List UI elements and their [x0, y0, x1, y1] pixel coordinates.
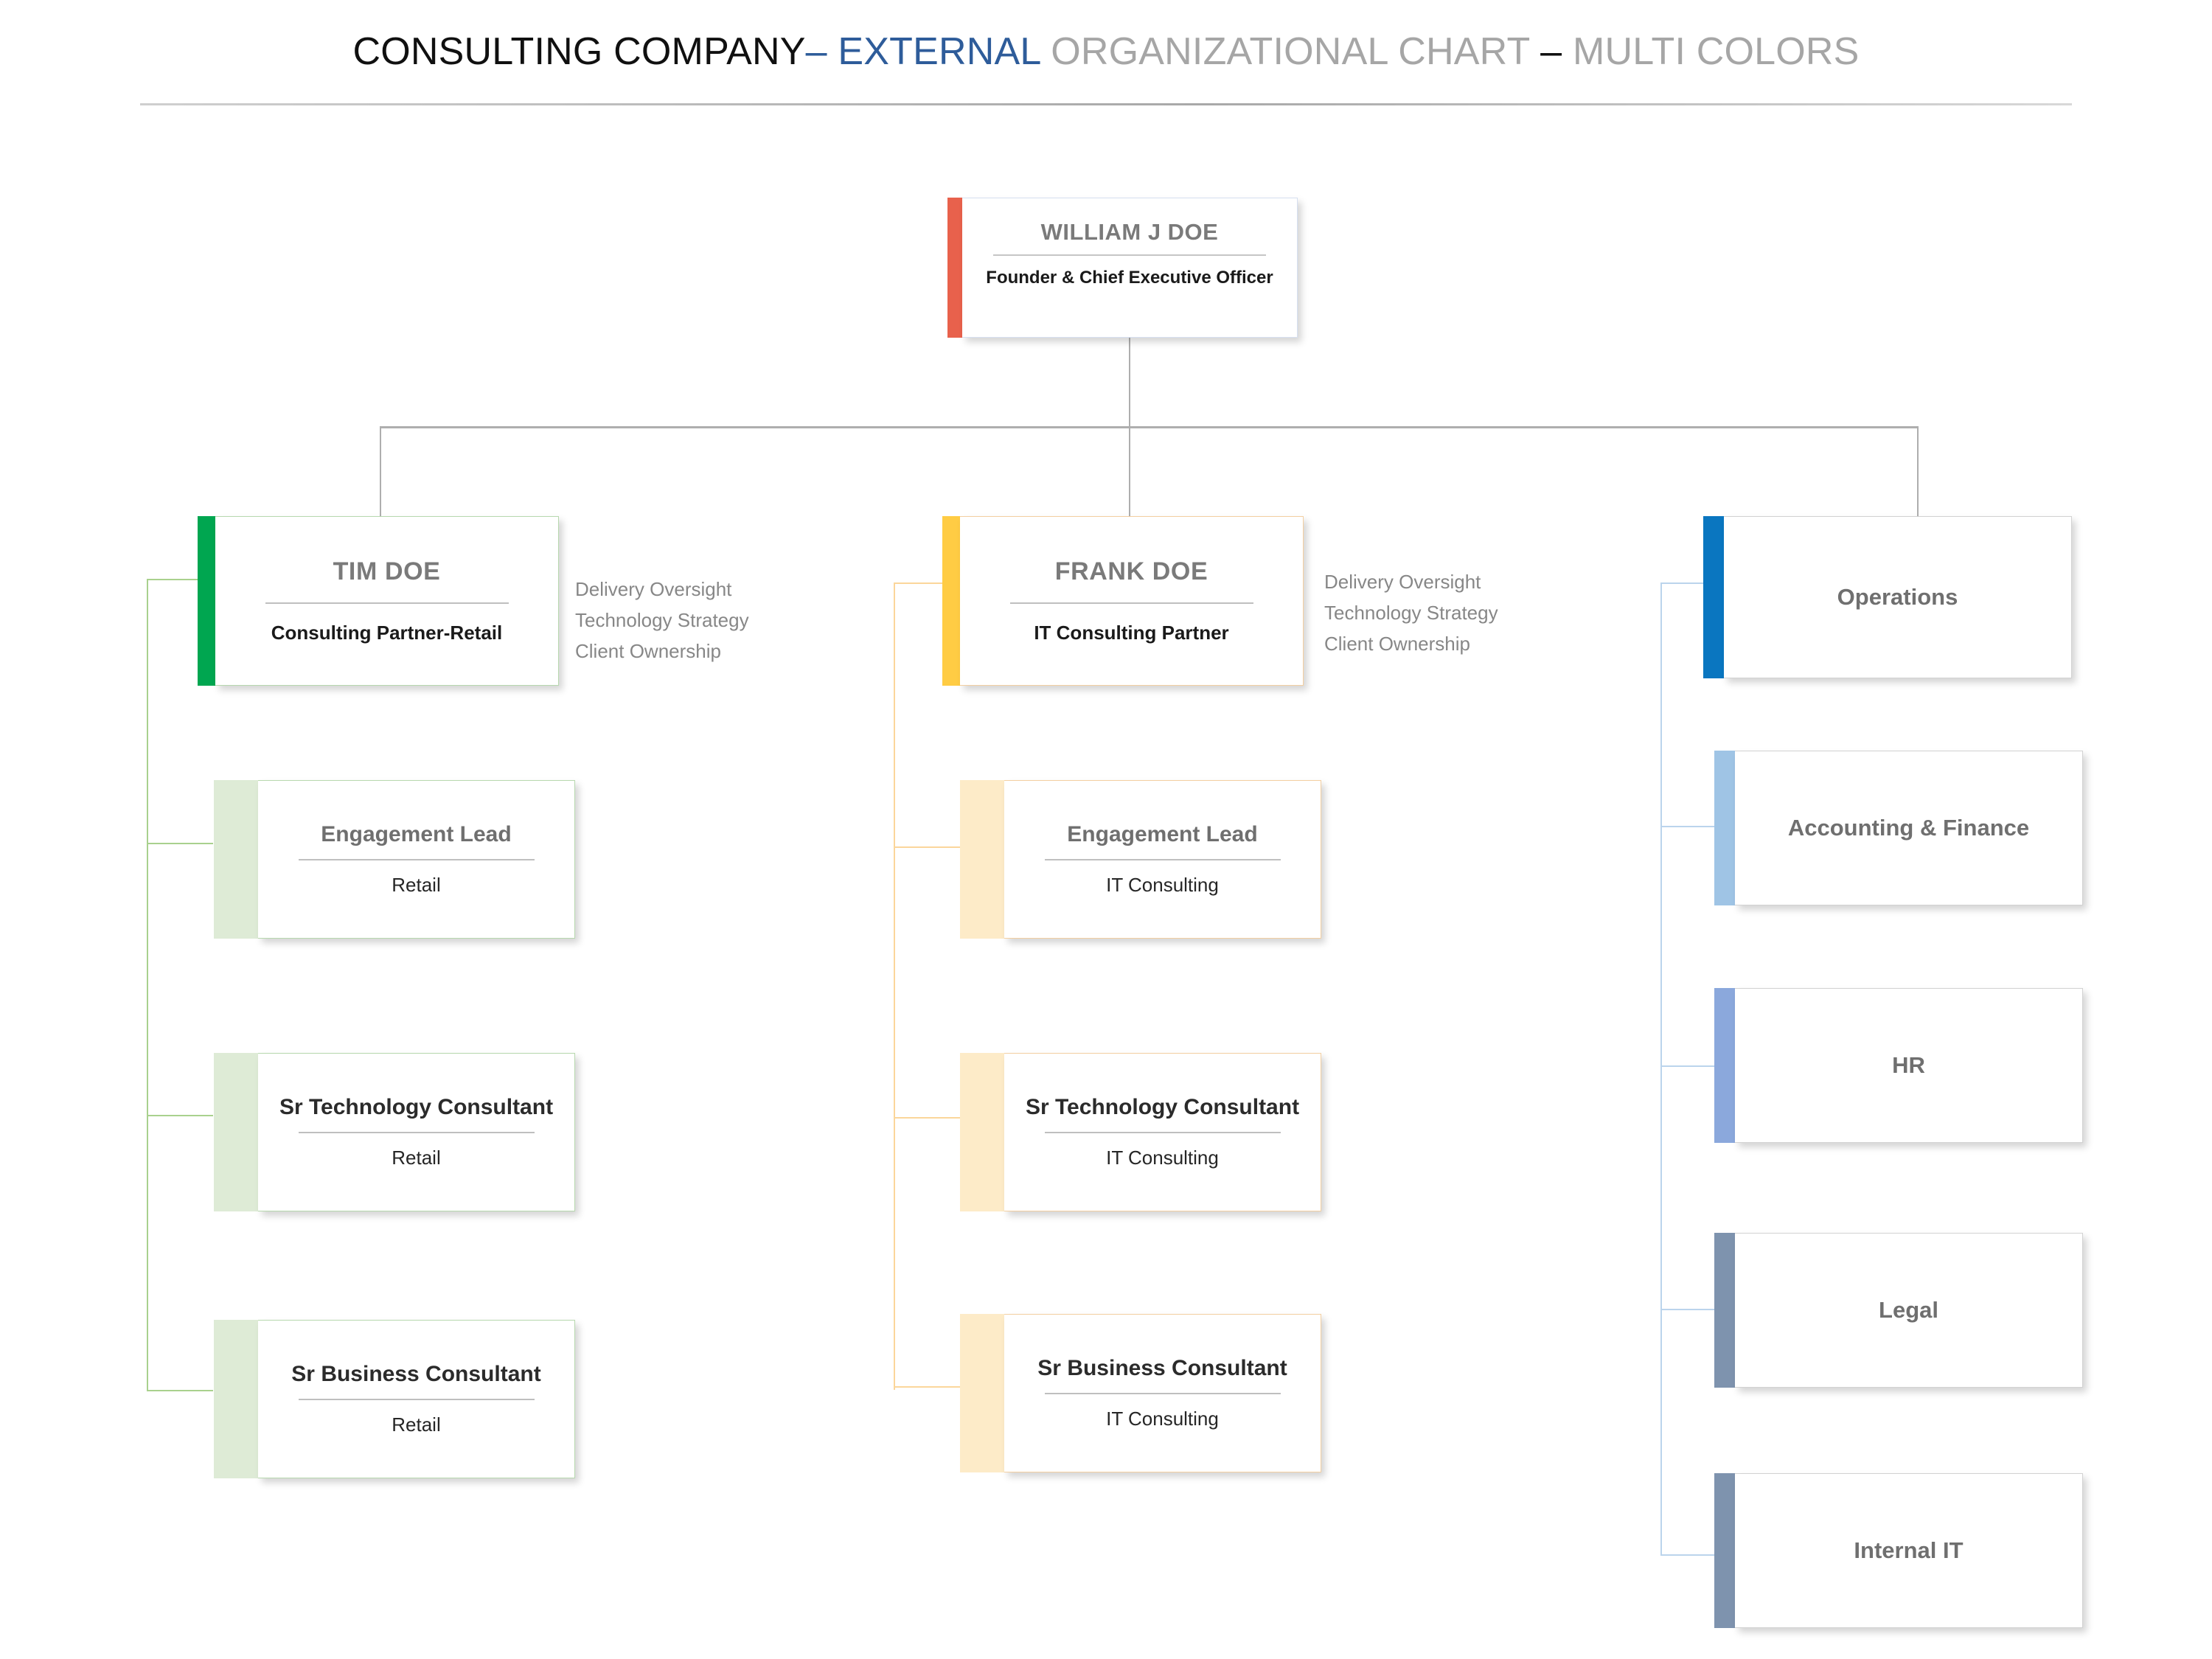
connector-drop-retail	[380, 426, 381, 518]
tim-doe-divider	[265, 602, 509, 605]
connector-itconsulting-to-engagement	[894, 846, 960, 848]
title-segment-external: – EXTERNAL	[805, 30, 1051, 73]
title-segment-orgchart: ORGANIZATIONAL CHART	[1051, 30, 1541, 73]
retail-srbiz-title: Sr Business Consultant	[291, 1361, 541, 1386]
connector-retail-to-srbiz	[147, 1390, 213, 1391]
connector-retail-spine	[147, 579, 148, 1390]
node-hr[interactable]: HR	[1714, 988, 2083, 1143]
retail-srtech-title: Sr Technology Consultant	[279, 1094, 554, 1119]
internalit-title: Internal IT	[1854, 1537, 1964, 1564]
frank-doe-divider	[1009, 602, 1253, 605]
accent-bar-internalit	[1714, 1473, 1735, 1628]
node-internal-it[interactable]: Internal IT	[1714, 1473, 2083, 1628]
accent-bar-it-srbiz	[960, 1314, 1004, 1472]
connector-operations-to-legal	[1660, 1309, 1718, 1310]
connector-ceo-down	[1129, 338, 1130, 428]
connector-itconsulting-to-srbiz	[894, 1386, 960, 1388]
it-srbiz-divider	[1044, 1393, 1281, 1395]
accent-bar-retail	[198, 516, 215, 686]
connector-itconsulting-to-srtech	[894, 1117, 960, 1119]
accent-bar-retail-engagement	[214, 780, 258, 939]
ceo-name: WILLIAM J DOE	[1040, 219, 1219, 245]
it-srbiz-title: Sr Business Consultant	[1037, 1355, 1287, 1380]
frank-doe-role: IT Consulting Partner	[1034, 622, 1229, 644]
node-it-sr-business-consultant[interactable]: Sr Business Consultant IT Consulting	[960, 1314, 1321, 1472]
title-segment-multicolors: MULTI COLORS	[1572, 30, 1860, 73]
retail-engagement-divider	[298, 859, 535, 861]
accounting-title: Accounting & Finance	[1787, 815, 2030, 841]
node-retail-sr-business-consultant[interactable]: Sr Business Consultant Retail	[214, 1320, 575, 1478]
accent-bar-hr	[1714, 988, 1735, 1143]
accent-bar-accounting	[1714, 751, 1735, 905]
frank-doe-name: FRANK DOE	[1054, 557, 1208, 586]
accent-bar-it-srtech	[960, 1053, 1004, 1211]
connector-itconsulting-spine	[894, 582, 895, 1390]
retail-srtech-divider	[298, 1132, 535, 1134]
node-retail-engagement-lead[interactable]: Engagement Lead Retail	[214, 780, 575, 939]
node-accounting-finance[interactable]: Accounting & Finance	[1714, 751, 2083, 905]
connector-drop-operations	[1917, 426, 1919, 518]
node-frank-doe[interactable]: FRANK DOE IT Consulting Partner	[942, 516, 1304, 686]
connector-operations-to-hr	[1660, 1065, 1718, 1067]
retail-srbiz-unit: Retail	[392, 1413, 441, 1436]
hr-title: HR	[1892, 1052, 1925, 1079]
connector-itconsulting-to-head	[894, 582, 944, 584]
node-operations[interactable]: Operations	[1703, 516, 2072, 678]
tim-doe-name: TIM DOE	[333, 557, 441, 586]
operations-title: Operations	[1837, 584, 1958, 611]
title-segment-dash: –	[1540, 30, 1573, 73]
connector-operations-spine	[1660, 582, 1662, 1556]
legal-title: Legal	[1879, 1297, 1938, 1324]
retail-engagement-title: Engagement Lead	[321, 821, 512, 846]
ceo-divider	[993, 254, 1266, 256]
node-retail-sr-technology-consultant[interactable]: Sr Technology Consultant Retail	[214, 1053, 575, 1211]
ceo-role: Founder & Chief Executive Officer	[986, 267, 1273, 288]
connector-retail-to-engagement	[147, 843, 213, 844]
it-srtech-unit: IT Consulting	[1106, 1147, 1219, 1169]
accent-bar-it-engagement	[960, 780, 1004, 939]
node-it-engagement-lead[interactable]: Engagement Lead IT Consulting	[960, 780, 1321, 939]
accent-bar-operations	[1703, 516, 1724, 678]
retail-srtech-unit: Retail	[392, 1147, 441, 1169]
connector-drop-itconsulting	[1129, 426, 1130, 518]
tim-doe-role: Consulting Partner-Retail	[271, 622, 503, 644]
node-tim-doe[interactable]: TIM DOE Consulting Partner-Retail	[198, 516, 559, 686]
annotation-frank-doe: Delivery Oversight Technology Strategy C…	[1324, 571, 1498, 655]
accent-bar-ceo	[947, 198, 962, 338]
it-engagement-unit: IT Consulting	[1106, 874, 1219, 897]
it-srtech-divider	[1044, 1132, 1281, 1134]
accent-bar-legal	[1714, 1233, 1735, 1388]
it-engagement-divider	[1044, 859, 1281, 861]
page-title: CONSULTING COMPANY– EXTERNAL ORGANIZATIO…	[0, 29, 2212, 74]
title-segment-company: CONSULTING COMPANY	[352, 30, 806, 73]
connector-retail-to-head	[147, 579, 198, 580]
connector-root-bus	[380, 426, 1919, 428]
connector-retail-to-srtech	[147, 1115, 213, 1116]
connector-operations-to-accounting	[1660, 826, 1718, 827]
node-ceo[interactable]: WILLIAM J DOE Founder & Chief Executive …	[947, 198, 1298, 338]
accent-bar-retail-srbiz	[214, 1320, 258, 1478]
connector-operations-to-head	[1660, 582, 1706, 584]
node-it-sr-technology-consultant[interactable]: Sr Technology Consultant IT Consulting	[960, 1053, 1321, 1211]
it-srtech-title: Sr Technology Consultant	[1025, 1094, 1300, 1119]
retail-engagement-unit: Retail	[392, 874, 441, 897]
it-srbiz-unit: IT Consulting	[1106, 1408, 1219, 1430]
it-engagement-title: Engagement Lead	[1067, 821, 1258, 846]
retail-srbiz-divider	[298, 1399, 535, 1401]
title-divider	[140, 103, 2072, 105]
connector-operations-to-internalit	[1660, 1554, 1718, 1556]
annotation-tim-doe: Delivery Oversight Technology Strategy C…	[575, 578, 749, 663]
accent-bar-itconsulting	[942, 516, 960, 686]
accent-bar-retail-srtech	[214, 1053, 258, 1211]
node-legal[interactable]: Legal	[1714, 1233, 2083, 1388]
